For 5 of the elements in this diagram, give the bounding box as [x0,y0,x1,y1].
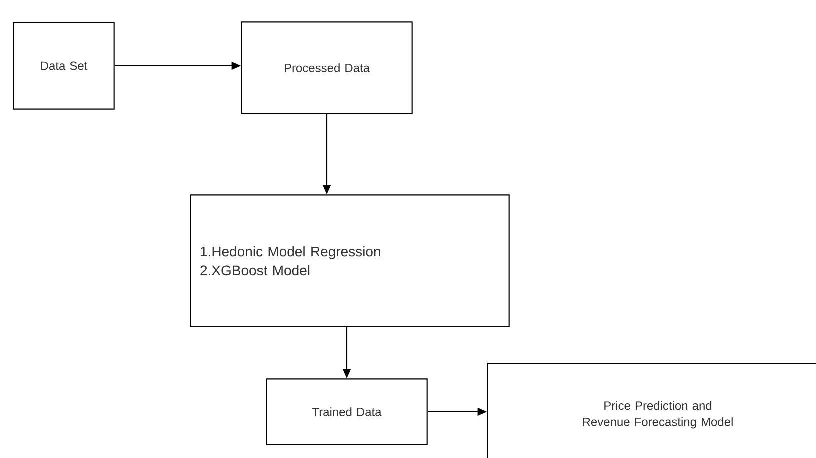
process-box: Data Set [13,22,115,110]
process-box: Price Prediction and Revenue Forecasting Model [487,363,816,458]
process-box: 1.Hedonic Model Regression 2.XGBoost Model [190,194,510,328]
process-box: Processed Data [241,22,413,114]
process-box: Trained Data [266,378,428,446]
